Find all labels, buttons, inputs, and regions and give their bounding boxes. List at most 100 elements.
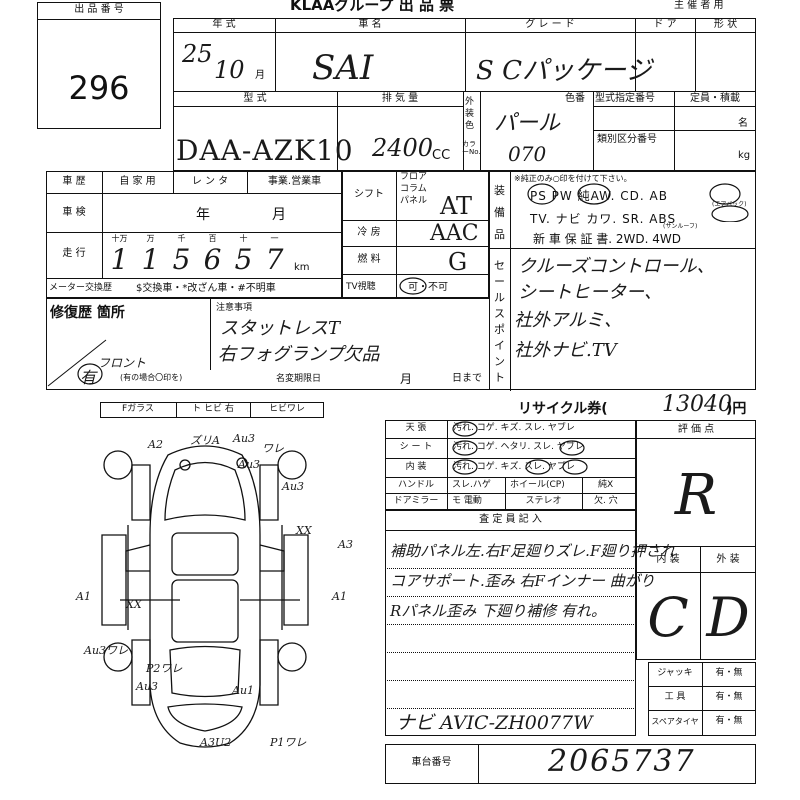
airbag-note: (エアバック) [712,201,747,208]
condition-seat-label: シ ー ト [399,442,433,452]
mileage-digit: 5 [234,243,253,276]
car-diagram [101,445,309,748]
inspector-box [385,510,636,736]
equipment-label: 装備品 [494,184,505,241]
history-option-private[interactable]: 自 家 用 [119,176,156,187]
chassis-label: 車台番号 [411,757,452,768]
fuel-label: 燃 料 [357,254,381,265]
diagram-mark: A3U2 [200,736,232,749]
displacement-value: 2400 [372,134,434,162]
caution-line: スタットレスT [220,318,341,339]
cautions-label: 注意事項 [216,303,253,313]
mileage-label: 走 行 [62,248,86,259]
sales-points-label: セールスポイント [494,259,505,384]
caution-line: 右フォグランプ欠品 [218,344,380,365]
sales-point-line: 社外ナビ.TV [514,340,617,361]
diagram-mark: XX [296,524,312,537]
mileage-digit: 6 [203,243,222,276]
diagram-mark: Au3 [238,458,261,471]
inspection-month-unit: 月 [272,207,286,223]
shape-label: 形 状 [713,19,738,30]
equipment-line-1: PS PW 純AW. CD. AB [530,189,668,203]
jack-options: 有・無 [715,668,743,678]
sales-point-line: クルーズコントロール、 [518,256,715,277]
color-label: 色番 [565,93,585,104]
shift-panel[interactable]: パネル [400,196,428,206]
repair-front-note: フロント [98,356,147,370]
glass-chip: ト ヒビ 右 [192,404,234,414]
month-unit: 月 [255,70,265,81]
color-no-label: カラーNo. [462,140,481,156]
vehicle-row-2 [173,91,756,171]
deadline-label: 名変期限日 [276,374,322,384]
glass-box [100,402,324,418]
mirror-options: モ 電動 [452,496,482,506]
organizer-label: 主 催 者 用 [674,0,724,11]
year-value: 25 [182,40,213,68]
diagram-mark: ズリA [190,434,220,447]
mileage-digit: 7 [265,243,284,276]
vehicle-grade: S Cパッケージ [476,56,652,86]
ac-value: AAC [430,221,479,246]
inspector-label: 査 定 員 記 入 [479,514,542,525]
exterior-label: 外装色 [465,97,475,131]
condition-ceiling-options: 汚れ. コゲ. キズ. スレ. ヤブレ [453,423,575,433]
condition-interior-label: 内 装 [405,462,427,472]
navi-model: ナビ AVIC-ZH0077W [396,712,593,734]
diagram-mark: A1 [76,590,91,603]
grade-label: グ レ ー ド [525,19,575,30]
history-box [46,171,342,298]
exterior-score-label: 外 装 [716,554,740,565]
interior-score-label: 内 装 [656,554,680,565]
mileage-digit: 1 [141,243,160,276]
mileage-digits: 十万 万 千 百 十 一 1 1 5 6 5 7 [104,233,290,278]
diagram-mark: Au3ワレ [84,644,129,657]
repair-if-yes: (有の場合〇印を) [120,373,183,382]
ac-label: 冷 房 [357,227,381,238]
vehicle-name: SAI [312,48,374,88]
sunroof-note: (サンルーフ) [663,223,698,230]
door-label: ド ア [653,19,677,30]
diagram-mark: ワレ [262,442,284,455]
shift-column[interactable]: コラム [400,184,427,194]
interior-score: C [647,586,689,649]
spare-label: スペアタイヤ [651,717,699,726]
repair-slash [47,339,107,387]
meter-options: $交換車・*改ざん車・#不明車 [136,283,276,294]
equipment-line-3: 新 車 保 証 書. 2WD. 4WD [533,232,681,246]
repair-label: 修復歴 箇所 [50,305,125,321]
tv-label: TV視聴 [346,282,376,292]
history-option-business[interactable]: 事業.営業車 [267,176,322,187]
chassis-box [385,744,756,784]
mileage-digit: 5 [172,243,191,276]
shift-label: シフト [354,189,384,200]
inspector-line: 補助パネル左.右F足廻りズレ.F廻り押され [390,542,676,560]
tv-options: 可・不可 [408,282,448,293]
diagram-mark: A2 [148,438,163,451]
color-no-value: 070 [508,142,547,166]
month-value: 10 [214,56,245,84]
shift-value: AT [440,192,473,220]
repair-yes-circle [77,363,103,385]
shift-floor[interactable]: フロア [400,172,428,182]
year-label: 年 式 [212,19,236,30]
diagram-mark: A1 [332,590,347,603]
kg-unit: kg [738,150,751,161]
stereo-label: ステレオ [525,496,562,506]
tools-options: 有・無 [715,692,743,702]
mirror-label: ドアミラー [393,496,439,506]
sales-point-line: 社外アルミ、 [514,310,622,331]
score-label: 評 価 点 [677,424,715,435]
meter-label: メーター交換歴 [49,283,113,293]
form-title: KLAAグループ 出 品 票 [290,0,455,14]
condition-seat-options: 汚れ. コゲ. ヘタリ. スレ. ヤブレ [453,442,584,452]
overall-score: R [674,463,718,528]
history-option-rental[interactable]: レ ン タ [191,176,229,187]
diagram-mark: Au3 [233,432,256,445]
diagram-mark: P2ワレ [146,662,183,675]
repair-box [46,298,490,390]
diagram-mark: A3 [338,538,353,551]
condition-box [385,420,636,510]
color-value: パール [494,111,561,136]
tools-label: 工 具 [664,692,686,702]
